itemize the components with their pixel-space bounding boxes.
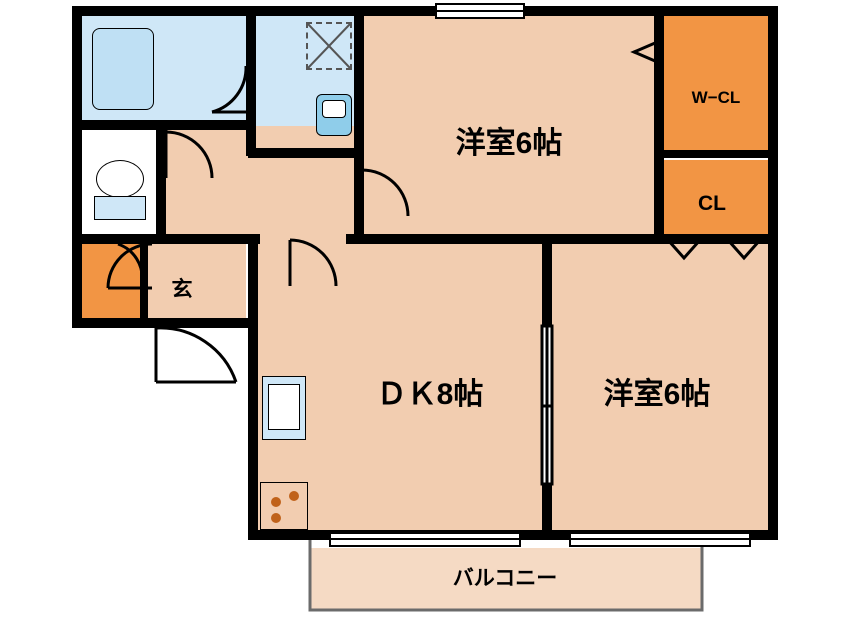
kitchen-sink-bowl-icon [268, 384, 300, 430]
wall-exterior-bottom [248, 530, 778, 540]
corridor-area [162, 126, 362, 240]
toilet-tank-icon [94, 196, 146, 220]
room-label-washitsu-north: 洋室6帖 [455, 127, 563, 160]
wall-dk-washitsu-divider [542, 240, 552, 540]
room-label-entrance: 玄 [171, 278, 193, 301]
washbasin-bowl-icon [322, 100, 346, 118]
wall-mid-horizontal-left [160, 234, 260, 244]
washitsu-south-area [550, 240, 770, 532]
wall-mid-horizontal-right [346, 234, 778, 244]
wall-closet-left [654, 6, 664, 244]
wall-bath-bottom [72, 120, 248, 130]
washing-machine-icon [306, 22, 352, 70]
wall-exterior-right [768, 6, 778, 540]
entrance-area [146, 240, 246, 328]
closet-area [662, 160, 770, 240]
wall-toilet-right [156, 126, 166, 240]
washitsu-north-area [362, 14, 654, 240]
w-closet-area [662, 14, 770, 152]
door-entrance [154, 326, 238, 384]
bathtub-icon [92, 28, 154, 110]
wall-toilet-bottom [72, 234, 162, 244]
room-label-w-closet: W−CL [691, 88, 741, 107]
wall-exterior-top [72, 6, 778, 16]
wall-closet-divider [656, 150, 778, 158]
room-label-balcony: バルコニー [452, 567, 558, 590]
room-label-washitsu-south: 洋室6帖 [603, 378, 711, 411]
wall-exterior-left [72, 6, 82, 328]
wall-dk-left [248, 240, 258, 540]
wall-washroom-bottom [248, 148, 360, 158]
wall-entrance-bottom [72, 318, 248, 328]
wall-shoebox-right [140, 240, 148, 320]
toilet-bowl-icon [96, 160, 144, 198]
shoe-box-area [80, 240, 146, 328]
wall-washitsu-north-left [354, 6, 364, 244]
room-label-closet: CL [698, 192, 726, 215]
wall-bath-divider [246, 6, 256, 156]
room-label-dk: ＤＫ8帖 [376, 378, 484, 411]
stove-icon [260, 482, 308, 530]
